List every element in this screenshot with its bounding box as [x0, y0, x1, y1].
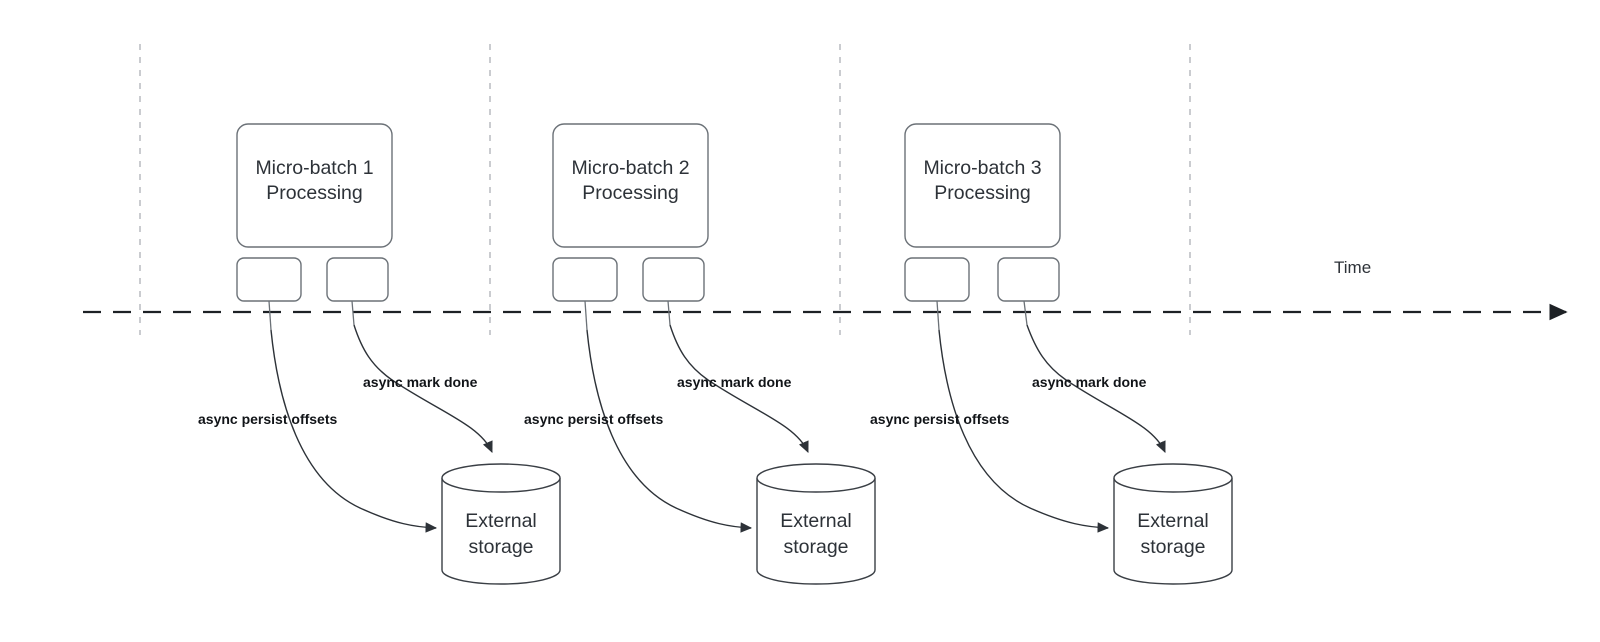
batch-2-storage-label-line2: storage: [783, 536, 848, 558]
batch-1-cylinder-body: [441, 478, 561, 585]
batch-3-mark-task-box[interactable]: [997, 257, 1060, 302]
micro-batch-3-title-line2: Processing: [934, 182, 1030, 204]
batch-1-persist-task-box[interactable]: [236, 257, 302, 302]
time-axis: Time: [83, 258, 1568, 321]
batch-group-2: Micro-batch 2 Processing async persist o…: [524, 123, 876, 585]
batch-2-async-mark-done-label: async mark done: [677, 374, 792, 390]
batch-2-cylinder-body: [756, 478, 876, 585]
batch-1-external-storage-cylinder[interactable]: External storage: [441, 463, 561, 585]
micro-batch-3-box[interactable]: [904, 123, 1061, 248]
batch-1-persist-stem: [268, 300, 272, 331]
batch-3-cylinder-top: [1113, 463, 1233, 493]
micro-batch-1-title-line1: Micro-batch 1: [255, 157, 373, 179]
time-axis-label: Time: [1334, 258, 1371, 277]
batch-2-async-persist-offsets-label: async persist offsets: [524, 411, 663, 427]
boundary-tick-lines: [139, 44, 1191, 335]
micro-batch-2-title-line2: Processing: [582, 182, 678, 204]
batch-2-persist-task-box[interactable]: [552, 257, 618, 302]
batch-3-persist-task-box[interactable]: [904, 257, 970, 302]
micro-batch-2-title-line1: Micro-batch 2: [571, 157, 689, 179]
batch-1-storage-label-line2: storage: [468, 536, 533, 558]
batch-3-storage-label-line1: External: [1137, 510, 1209, 532]
batch-1-storage-label-line1: External: [465, 510, 537, 532]
batch-2-async-persist-offsets-edge: [586, 329, 753, 533]
micro-batch-3-title-line1: Micro-batch 3: [923, 157, 1041, 179]
batch-1-mark-stem: [351, 300, 355, 326]
micro-batch-1-box[interactable]: [236, 123, 393, 248]
batch-1-async-persist-offsets-edge: [270, 329, 438, 533]
batch-2-storage-label-line1: External: [780, 510, 852, 532]
batch-1-mark-task-box[interactable]: [326, 257, 389, 302]
batch-1-async-persist-offsets-label: async persist offsets: [198, 411, 337, 427]
micro-batch-2-box[interactable]: [552, 123, 709, 248]
batch-3-mark-stem: [1023, 300, 1028, 326]
batch-3-async-persist-offsets-edge: [938, 329, 1110, 533]
batch-2-external-storage-cylinder[interactable]: External storage: [756, 463, 876, 585]
batch-group-1: Micro-batch 1 Processing async persist o…: [198, 123, 561, 585]
batch-2-mark-stem: [667, 300, 671, 326]
batch-1-cylinder-top: [441, 463, 561, 493]
batch-2-mark-task-box[interactable]: [642, 257, 705, 302]
batch-3-async-persist-offsets-label: async persist offsets: [870, 411, 1009, 427]
batch-3-async-mark-done-edge: [1026, 324, 1166, 453]
batch-2-persist-stem: [584, 300, 588, 331]
batch-1-async-mark-done-label: async mark done: [363, 374, 478, 390]
batch-2-async-mark-done-edge: [669, 324, 809, 453]
batch-1-async-mark-done-edge: [353, 324, 493, 453]
batch-3-persist-stem: [936, 300, 940, 331]
batch-3-cylinder-body: [1113, 478, 1233, 585]
batch-2-cylinder-top: [756, 463, 876, 493]
micro-batch-1-title-line2: Processing: [266, 182, 362, 204]
batch-3-external-storage-cylinder[interactable]: External storage: [1113, 463, 1233, 585]
batch-group-3: Micro-batch 3 Processing async persist o…: [870, 123, 1233, 585]
batch-3-storage-label-line2: storage: [1140, 536, 1205, 558]
batch-3-async-mark-done-label: async mark done: [1032, 374, 1147, 390]
